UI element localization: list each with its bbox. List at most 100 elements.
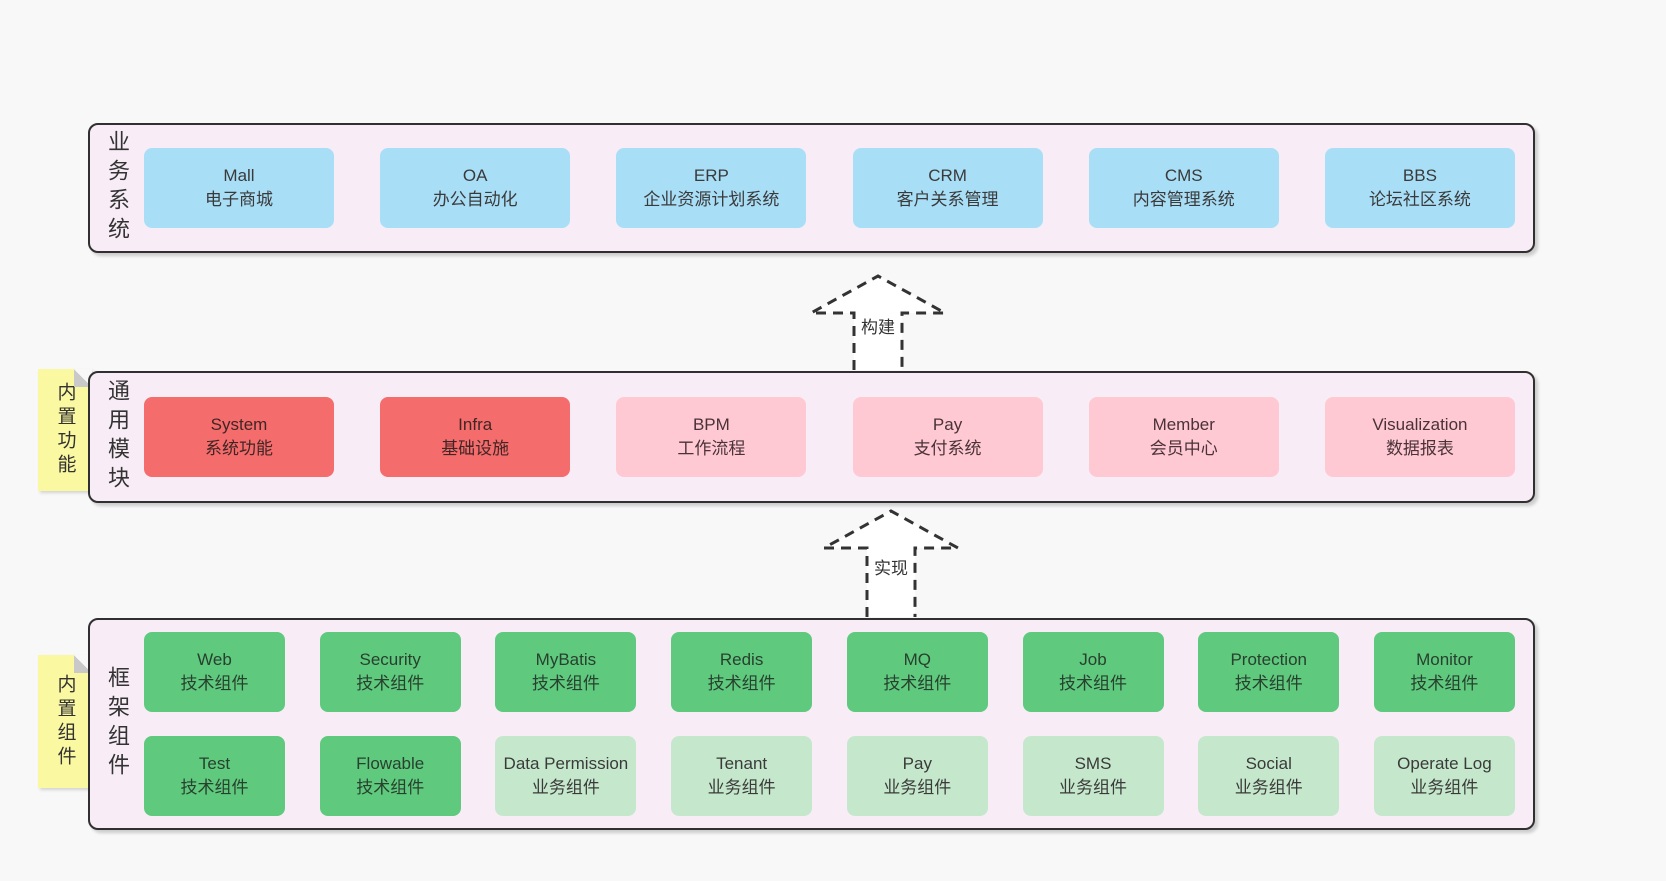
box-name: Mall bbox=[223, 165, 255, 185]
box-mybatis: MyBatis 技术组件 bbox=[495, 632, 637, 712]
box-pay-system: Pay 支付系统 bbox=[852, 397, 1043, 477]
business-boxes-row: Mall 电子商城 OA 办公自动化 ERP 企业资源计划系统 CRM 客户关系… bbox=[144, 125, 1533, 251]
box-name: OA bbox=[462, 165, 488, 185]
box-social: Social 业务组件 bbox=[1198, 736, 1340, 816]
box-desc: 业务组件 bbox=[1410, 778, 1479, 797]
box-name: Tenant bbox=[716, 753, 768, 773]
box-desc: 技术组件 bbox=[531, 674, 600, 693]
panel-label-text: 业务系统 bbox=[105, 130, 130, 246]
box-desc: 客户关系管理 bbox=[896, 190, 999, 209]
box-monitor: Monitor 技术组件 bbox=[1373, 632, 1515, 712]
box-desc: 技术组件 bbox=[356, 674, 425, 693]
box-data-permission: Data Permission 业务组件 bbox=[495, 736, 637, 816]
panel-business-systems: 业务系统 Mall 电子商城 OA 办公自动化 ERP 企业资源计划系统 CRM… bbox=[88, 123, 1535, 253]
box-desc: 技术组件 bbox=[180, 674, 249, 693]
box-flowable: Flowable 技术组件 bbox=[319, 736, 461, 816]
box-visualization: Visualization 数据报表 bbox=[1324, 397, 1515, 477]
box-desc: 电子商城 bbox=[205, 190, 273, 209]
box-protection: Protection 技术组件 bbox=[1198, 632, 1340, 712]
box-name: Visualization bbox=[1372, 414, 1468, 434]
box-oa: OA 办公自动化 bbox=[380, 148, 571, 228]
box-desc: 支付系统 bbox=[913, 439, 982, 458]
box-security: Security 技术组件 bbox=[319, 632, 461, 712]
module-boxes-row: System 系统功能 Infra 基础设施 BPM 工作流程 Pay 支付系统… bbox=[144, 373, 1533, 501]
box-desc: 技术组件 bbox=[180, 778, 249, 797]
box-desc: 技术组件 bbox=[356, 778, 425, 797]
box-bbs: BBS 论坛社区系统 bbox=[1324, 148, 1515, 228]
panel-framework-components: 框架组件 Web 技术组件 Security 技术组件 MyBatis 技术组件… bbox=[88, 618, 1535, 830]
box-desc: 技术组件 bbox=[707, 674, 776, 693]
box-name: Redis bbox=[719, 649, 764, 669]
box-sms: SMS 业务组件 bbox=[1022, 736, 1164, 816]
box-name: System bbox=[210, 414, 268, 434]
sticky-note-label: 内置功能 bbox=[54, 382, 76, 478]
box-name: ERP bbox=[693, 165, 729, 185]
box-name: BBS bbox=[1402, 165, 1437, 185]
box-desc: 数据报表 bbox=[1385, 439, 1454, 458]
box-name: CRM bbox=[928, 165, 967, 185]
box-test: Test 技术组件 bbox=[144, 736, 285, 816]
sticky-note-built-in-features: 内置功能 bbox=[38, 369, 92, 491]
box-mq: MQ 技术组件 bbox=[846, 632, 988, 712]
box-infra: Infra 基础设施 bbox=[380, 397, 571, 477]
box-desc: 技术组件 bbox=[883, 674, 952, 693]
box-mall: Mall 电子商城 bbox=[144, 148, 334, 228]
panel-label-text: 通用模块 bbox=[105, 379, 130, 495]
box-desc: 业务组件 bbox=[1234, 778, 1303, 797]
box-system: System 系统功能 bbox=[144, 397, 334, 477]
box-operate-log: Operate Log 业务组件 bbox=[1373, 736, 1515, 816]
box-name: Data Permission bbox=[503, 753, 629, 773]
box-job: Job 技术组件 bbox=[1022, 632, 1164, 712]
box-desc: 论坛社区系统 bbox=[1368, 190, 1471, 209]
box-name: Pay bbox=[932, 414, 963, 434]
box-desc: 业务组件 bbox=[531, 778, 600, 797]
box-name: Job bbox=[1079, 649, 1107, 669]
box-name: Operate Log bbox=[1397, 753, 1492, 773]
box-desc: 业务组件 bbox=[1059, 778, 1128, 797]
box-desc: 工作流程 bbox=[677, 439, 746, 458]
box-desc: 会员中心 bbox=[1149, 439, 1218, 458]
box-name: Test bbox=[198, 753, 231, 773]
panel-label-common-modules: 通用模块 bbox=[90, 373, 144, 501]
box-name: Security bbox=[359, 649, 421, 669]
box-name: Member bbox=[1152, 414, 1215, 434]
box-name: Infra bbox=[458, 414, 493, 434]
box-crm: CRM 客户关系管理 bbox=[852, 148, 1043, 228]
box-name: MQ bbox=[903, 649, 931, 669]
box-desc: 技术组件 bbox=[1234, 674, 1303, 693]
box-desc: 业务组件 bbox=[707, 778, 776, 797]
panel-label-framework-components: 框架组件 bbox=[90, 620, 144, 828]
box-redis: Redis 技术组件 bbox=[671, 632, 813, 712]
sticky-note-label: 内置组件 bbox=[54, 673, 76, 770]
box-desc: 企业资源计划系统 bbox=[643, 190, 780, 209]
box-name: MyBatis bbox=[535, 649, 597, 669]
box-desc: 系统功能 bbox=[205, 439, 273, 458]
component-boxes-row-2: Test 技术组件 Flowable 技术组件 Data Permission … bbox=[144, 736, 1515, 816]
box-erp: ERP 企业资源计划系统 bbox=[616, 148, 807, 228]
box-name: BPM bbox=[692, 414, 730, 434]
box-desc: 技术组件 bbox=[1059, 674, 1128, 693]
box-bpm: BPM 工作流程 bbox=[616, 397, 807, 477]
box-name: Protection bbox=[1230, 649, 1307, 669]
arrow-label-build: 构建 bbox=[858, 313, 898, 338]
box-desc: 内容管理系统 bbox=[1132, 190, 1235, 209]
dashed-up-arrow-build: 构建 bbox=[808, 273, 948, 371]
component-boxes-row-1: Web 技术组件 Security 技术组件 MyBatis 技术组件 Redi… bbox=[144, 632, 1515, 712]
box-web: Web 技术组件 bbox=[144, 632, 285, 712]
box-desc: 办公自动化 bbox=[432, 190, 518, 209]
box-name: Pay bbox=[902, 753, 932, 773]
box-desc: 业务组件 bbox=[883, 778, 952, 797]
panel-common-modules: 通用模块 System 系统功能 Infra 基础设施 BPM 工作流程 Pay… bbox=[88, 371, 1535, 503]
box-cms: CMS 内容管理系统 bbox=[1088, 148, 1279, 228]
box-name: Flowable bbox=[356, 753, 425, 773]
box-name: Web bbox=[197, 649, 232, 669]
panel-label-text: 框架组件 bbox=[105, 666, 130, 782]
box-name: CMS bbox=[1164, 165, 1203, 185]
box-name: Monitor bbox=[1416, 649, 1473, 669]
box-pay-component: Pay 业务组件 bbox=[846, 736, 988, 816]
box-desc: 基础设施 bbox=[441, 439, 510, 458]
box-member: Member 会员中心 bbox=[1088, 397, 1279, 477]
sticky-note-built-in-components: 内置组件 bbox=[38, 655, 92, 788]
box-tenant: Tenant 业务组件 bbox=[671, 736, 813, 816]
box-name: SMS bbox=[1074, 753, 1112, 773]
